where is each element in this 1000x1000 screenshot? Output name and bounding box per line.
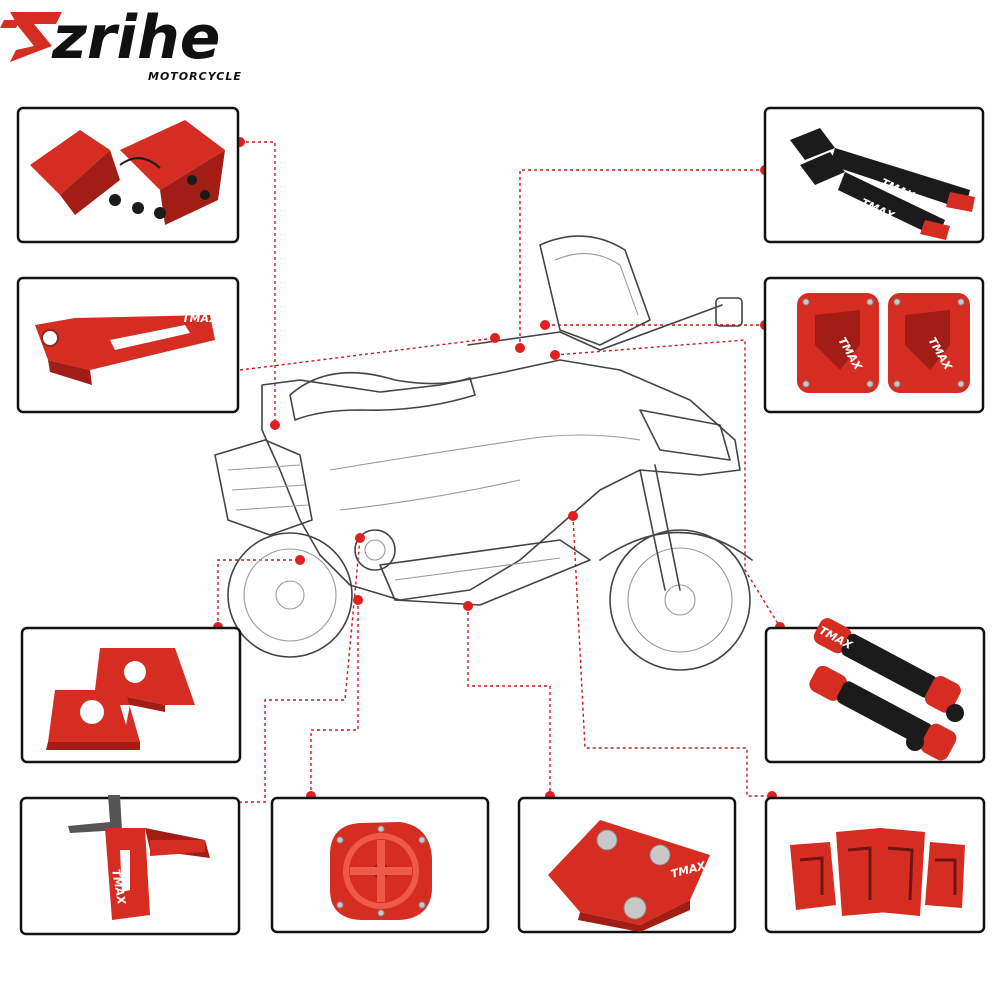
footpeg-mark: TMAX [109, 868, 128, 906]
parking-lever-icon: TMAX [35, 312, 218, 385]
reservoir-caps-icon: TMAX TMAX [797, 293, 970, 393]
engine-cover-icon [330, 822, 432, 920]
leader-lines [217, 141, 781, 803]
panel-footrest-pedals[interactable] [764, 796, 986, 934]
panel-engine-cover[interactable] [270, 796, 490, 934]
kickstand-plate-icon: TMAX [548, 820, 710, 932]
panel-chain-adjusters[interactable] [20, 626, 242, 764]
brand-logo: zrihe MOTORCYCLE [0, 3, 242, 83]
footpeg-icon: TMAX [68, 795, 210, 920]
chain-adjusters-icon [46, 648, 195, 750]
brand-z-mark [0, 12, 62, 62]
panel-parking-lever[interactable]: TMAX [16, 276, 240, 414]
panel-handlebar-grips[interactable]: TMAX [764, 614, 986, 764]
panel-rear-footpeg[interactable]: TMAX [19, 795, 241, 936]
parking-lever-mark: TMAX [182, 312, 218, 325]
panel-reservoir-caps[interactable]: TMAX TMAX [763, 276, 985, 414]
brake-levers-icon: TMAX TMAX [790, 128, 975, 240]
brand-name: zrihe [51, 3, 221, 73]
connection-dots [213, 137, 785, 807]
panel-brake-lever-set[interactable]: TMAX TMAX [763, 106, 985, 244]
brand-subtitle: MOTORCYCLE [148, 70, 242, 83]
panel-kickstand-plate[interactable]: TMAX [517, 796, 737, 934]
footrest-pedals-icon [790, 828, 965, 916]
license-plate-bracket-icon [30, 120, 225, 225]
panel-license-plate-bracket[interactable] [16, 106, 240, 244]
scooter-sketch [214, 235, 753, 671]
handlebar-grips-icon: TMAX [809, 618, 964, 761]
